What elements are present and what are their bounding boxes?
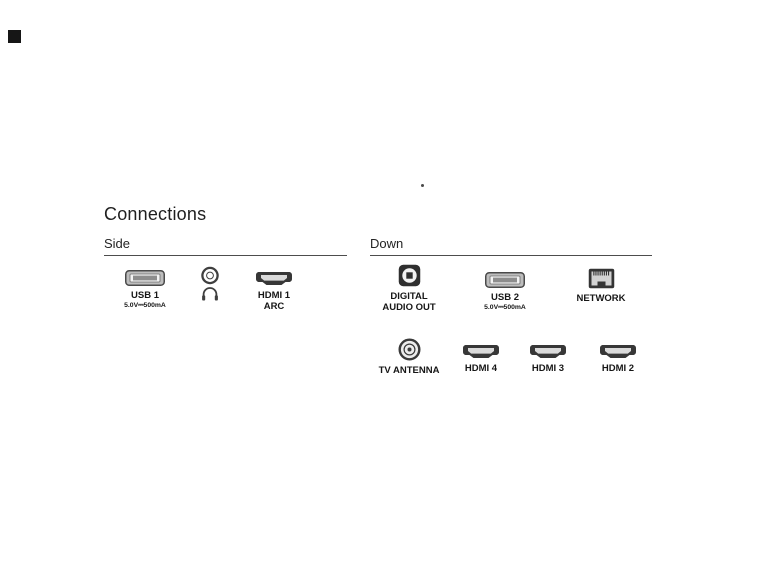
page-title: Connections — [104, 204, 207, 224]
port-usb2-label: USB 2 — [491, 292, 519, 303]
port-hdmi3-label: HDMI 3 — [531, 363, 565, 374]
port-hdmi2-label: HDMI 2 — [601, 363, 635, 374]
port-hdmi1: HDMI 1 ARC — [229, 271, 319, 312]
port-digital-audio-out: DIGITAL AUDIO OUT — [364, 264, 454, 313]
section-side-label: Side — [104, 236, 131, 251]
port-usb1-label: USB 1 — [131, 290, 159, 301]
corner-artifact — [8, 30, 21, 43]
port-network: NETWORK — [556, 268, 646, 304]
dot-artifact — [421, 184, 424, 187]
port-digital-audio-label1: DIGITAL — [390, 291, 428, 302]
port-hdmi2: HDMI 2 — [573, 344, 663, 374]
usb-port-icon — [125, 270, 165, 286]
port-hdmi1-label: HDMI 1 — [257, 290, 291, 301]
port-hdmi4: HDMI 4 — [436, 344, 526, 374]
port-usb1-spec: 5.0V⎓500mA — [124, 302, 166, 309]
hdmi-port-icon — [600, 345, 636, 358]
port-digital-audio-label2: AUDIO OUT — [382, 302, 436, 313]
hdmi-port-icon — [530, 345, 566, 358]
port-headphones — [165, 266, 255, 301]
port-network-label: NETWORK — [576, 293, 626, 304]
port-hdmi1-sublabel: ARC — [263, 301, 285, 312]
port-usb2: USB 2 5.0V⎓500mA — [460, 272, 550, 312]
optical-audio-icon — [398, 264, 420, 287]
usb-port-icon — [485, 272, 525, 288]
coax-antenna-icon — [397, 338, 421, 361]
side-divider — [104, 255, 347, 256]
port-tv-antenna-label: TV ANTENNA — [378, 365, 440, 376]
hdmi-port-icon — [463, 345, 499, 358]
hdmi-port-icon — [256, 272, 292, 285]
port-hdmi3: HDMI 3 — [503, 344, 593, 374]
down-divider — [370, 255, 652, 256]
port-tv-antenna: TV ANTENNA — [364, 338, 454, 376]
headphones-jack-icon — [201, 266, 219, 301]
port-usb1: USB 1 5.0V⎓500mA — [100, 270, 190, 310]
section-down-label: Down — [370, 236, 404, 251]
port-usb2-spec: 5.0V⎓500mA — [484, 304, 526, 311]
ethernet-port-icon — [588, 268, 614, 289]
port-hdmi4-label: HDMI 4 — [464, 363, 498, 374]
